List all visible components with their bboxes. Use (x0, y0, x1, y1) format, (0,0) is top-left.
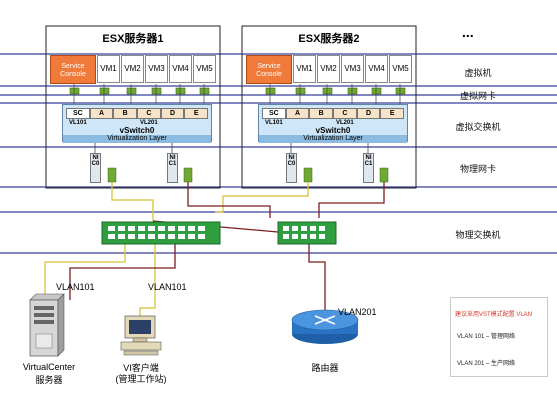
physical-switch-2 (277, 221, 337, 245)
virtualcenter-server-icon (29, 293, 65, 357)
server1-nic0: NIC0 (90, 153, 101, 183)
server1-port-c: C (137, 108, 161, 119)
server2-vm1: VM1 (293, 55, 316, 83)
more-servers-ellipsis: ... (462, 24, 474, 40)
server1-port-b: B (113, 108, 138, 119)
router-icon (291, 309, 359, 344)
vi-client-sublabel: (管理工作站) (115, 374, 167, 384)
nic-uplinks (94, 142, 369, 153)
vlan201-label-router: VLAN201 (338, 307, 377, 317)
vi-client-label: VI客户端 (123, 363, 159, 373)
server1-vm5: VM5 (193, 55, 216, 83)
physical-switch-1 (101, 221, 221, 245)
server2-vm4: VM4 (365, 55, 388, 83)
server1-port-d: D (160, 108, 185, 119)
server1-vm3: VM3 (145, 55, 168, 83)
virtualcenter-label: VirtualCenter (22, 362, 76, 372)
server1-vlan-b: VL201 (139, 120, 158, 126)
router-label: 路由器 (311, 363, 339, 373)
vlan101-label-vc: VLAN101 (56, 282, 95, 292)
virtualcenter-sublabel: 服务器 (35, 375, 63, 385)
server1-vlan-row: VL101 VL201 (66, 119, 208, 127)
server2-nic0: NIC0 (286, 153, 297, 183)
layer-label-pnic: 物理网卡 (459, 164, 496, 174)
legend-box: 建议采用VST模式配置 VLAN VLAN 101 – 管理网络 VLAN 20… (450, 297, 548, 377)
server2-nic1: NIC1 (363, 153, 374, 183)
server1-port-e: E (184, 108, 209, 119)
server1-vm2: VM2 (121, 55, 144, 83)
server2-title: ESX服务器2 (298, 33, 360, 45)
server2-port-a: A (285, 108, 310, 119)
server2-vm2: VM2 (317, 55, 340, 83)
server1-service-console: Service Console (50, 55, 96, 84)
vnic-icons-1 (69, 87, 210, 95)
server2-vswitch: SC A B C D E VL101 VL201 vSwitch0 Virtua… (258, 104, 408, 143)
server2-vlan-row: VL101 VL201 (262, 119, 404, 127)
server2-port-d: D (356, 108, 381, 119)
vnic-icons-2 (265, 87, 406, 95)
vlan101-label-vi: VLAN101 (148, 282, 187, 292)
vlan101-links (44, 182, 309, 318)
layer-label-vswitch: 虚拟交换机 (455, 122, 501, 132)
server1-title: ESX服务器1 (102, 33, 164, 45)
layer-label-pswitch: 物理交换机 (455, 230, 501, 240)
server1-vm4: VM4 (169, 55, 192, 83)
server2-vm5: VM5 (389, 55, 412, 83)
nic-port-icons (107, 167, 389, 183)
server1-port-row: SC A B C D E (66, 108, 209, 119)
legend-title: 建议采用VST模式配置 VLAN (455, 312, 533, 318)
layer-label-vm: 虚拟机 (464, 68, 492, 78)
server1-nic1: NIC1 (167, 153, 178, 183)
server1-virtualization-layer: Virtualization Layer (63, 135, 211, 143)
server2-vm3: VM3 (341, 55, 364, 83)
server1-vswitch-name: vSwitch0 (119, 126, 155, 135)
server1-vm1: VM1 (97, 55, 120, 83)
server2-port-row: SC A B C D E (262, 108, 405, 119)
layer-label-vnic: 虚拟网卡 (459, 91, 496, 101)
server2-vswitch-name: vSwitch0 (315, 126, 351, 135)
server2-port-c: C (333, 108, 357, 119)
server1-port-a: A (89, 108, 114, 119)
vnic-links (73, 84, 401, 106)
server1-frame (45, 25, 221, 189)
server1-port-sc: SC (66, 108, 90, 119)
server2-frame (241, 25, 417, 189)
server2-vlan-a: VL101 (264, 120, 283, 126)
server2-port-e: E (380, 108, 405, 119)
server2-port-b: B (309, 108, 334, 119)
vi-client-workstation-icon (120, 315, 162, 356)
server2-vlan-b: VL201 (335, 120, 354, 126)
vlan201-links (69, 182, 385, 312)
server1-vswitch: SC A B C D E VL101 VL201 vSwitch0 Virtua… (62, 104, 212, 143)
legend-item-vlan201: VLAN 201 – 生产网络 (457, 361, 516, 367)
legend-item-vlan101: VLAN 101 – 管理网络 (457, 334, 516, 340)
server1-vlan-a: VL101 (68, 120, 87, 126)
server2-service-console: Service Console (246, 55, 292, 84)
layer-bands (0, 53, 557, 254)
server2-virtualization-layer: Virtualization Layer (259, 135, 407, 143)
server2-port-sc: SC (262, 108, 286, 119)
